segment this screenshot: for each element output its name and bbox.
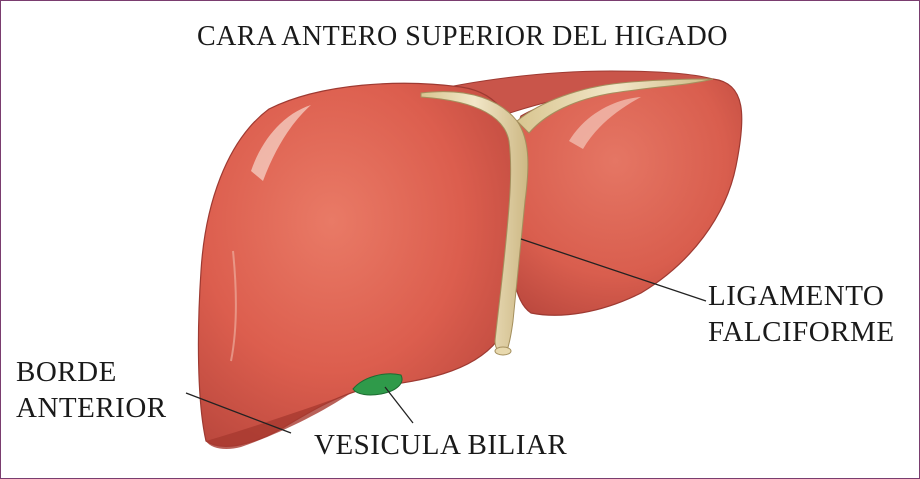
label-anterior: ANTERIOR: [16, 392, 167, 424]
diagram-title: CARA ANTERO SUPERIOR DEL HIGADO: [197, 21, 728, 53]
label-falciforme: FALCIFORME: [708, 316, 895, 348]
label-borde: BORDE: [16, 356, 117, 388]
label-ligamento: LIGAMENTO: [708, 280, 884, 312]
round-ligament-end: [495, 347, 511, 355]
vesicula-leader: [385, 387, 413, 423]
label-vesicula-biliar: VESICULA BILIAR: [314, 429, 567, 461]
